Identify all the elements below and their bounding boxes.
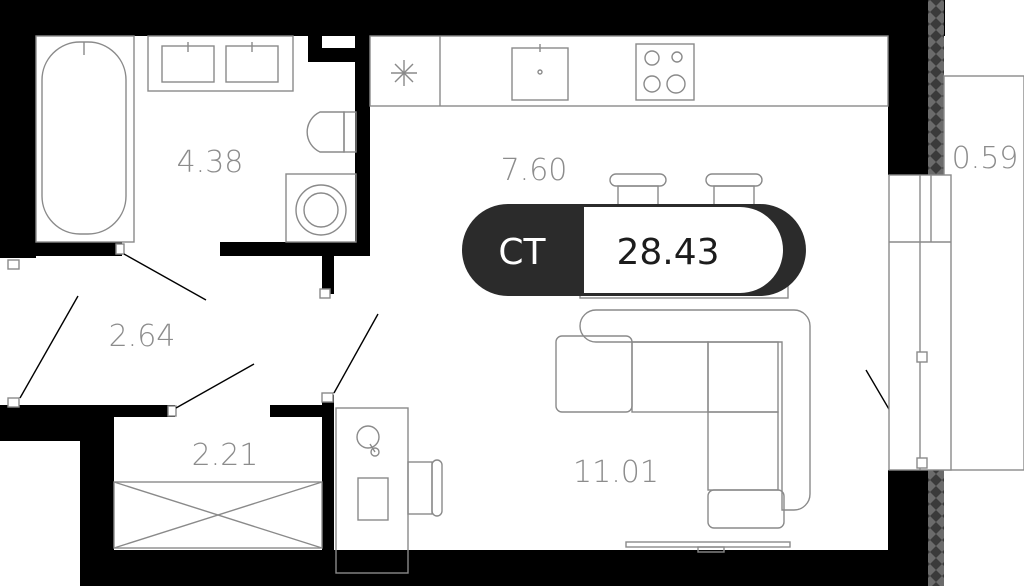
total-area-label: 28.43	[616, 232, 719, 273]
kitchen-area-label: 7.60	[501, 153, 568, 188]
balcony-area-label: 0.59	[952, 141, 1019, 176]
hall-area-label: 2.64	[109, 319, 176, 354]
living-area-label: 11.01	[573, 455, 659, 490]
desk	[335, 407, 443, 574]
bathroom-fixtures	[35, 35, 357, 243]
balcony	[888, 75, 1024, 471]
living-fixtures	[555, 309, 811, 553]
fridge-icon	[391, 60, 417, 86]
exterior-walls	[0, 0, 945, 586]
interior-walls	[0, 36, 370, 560]
bathroom-area-label: 4.38	[177, 145, 244, 180]
storage-area-label: 2.21	[192, 438, 259, 473]
apartment-type-label: СТ	[498, 232, 546, 273]
apartment-badge: СТ 28.43	[462, 204, 806, 296]
wardrobe	[113, 481, 323, 549]
